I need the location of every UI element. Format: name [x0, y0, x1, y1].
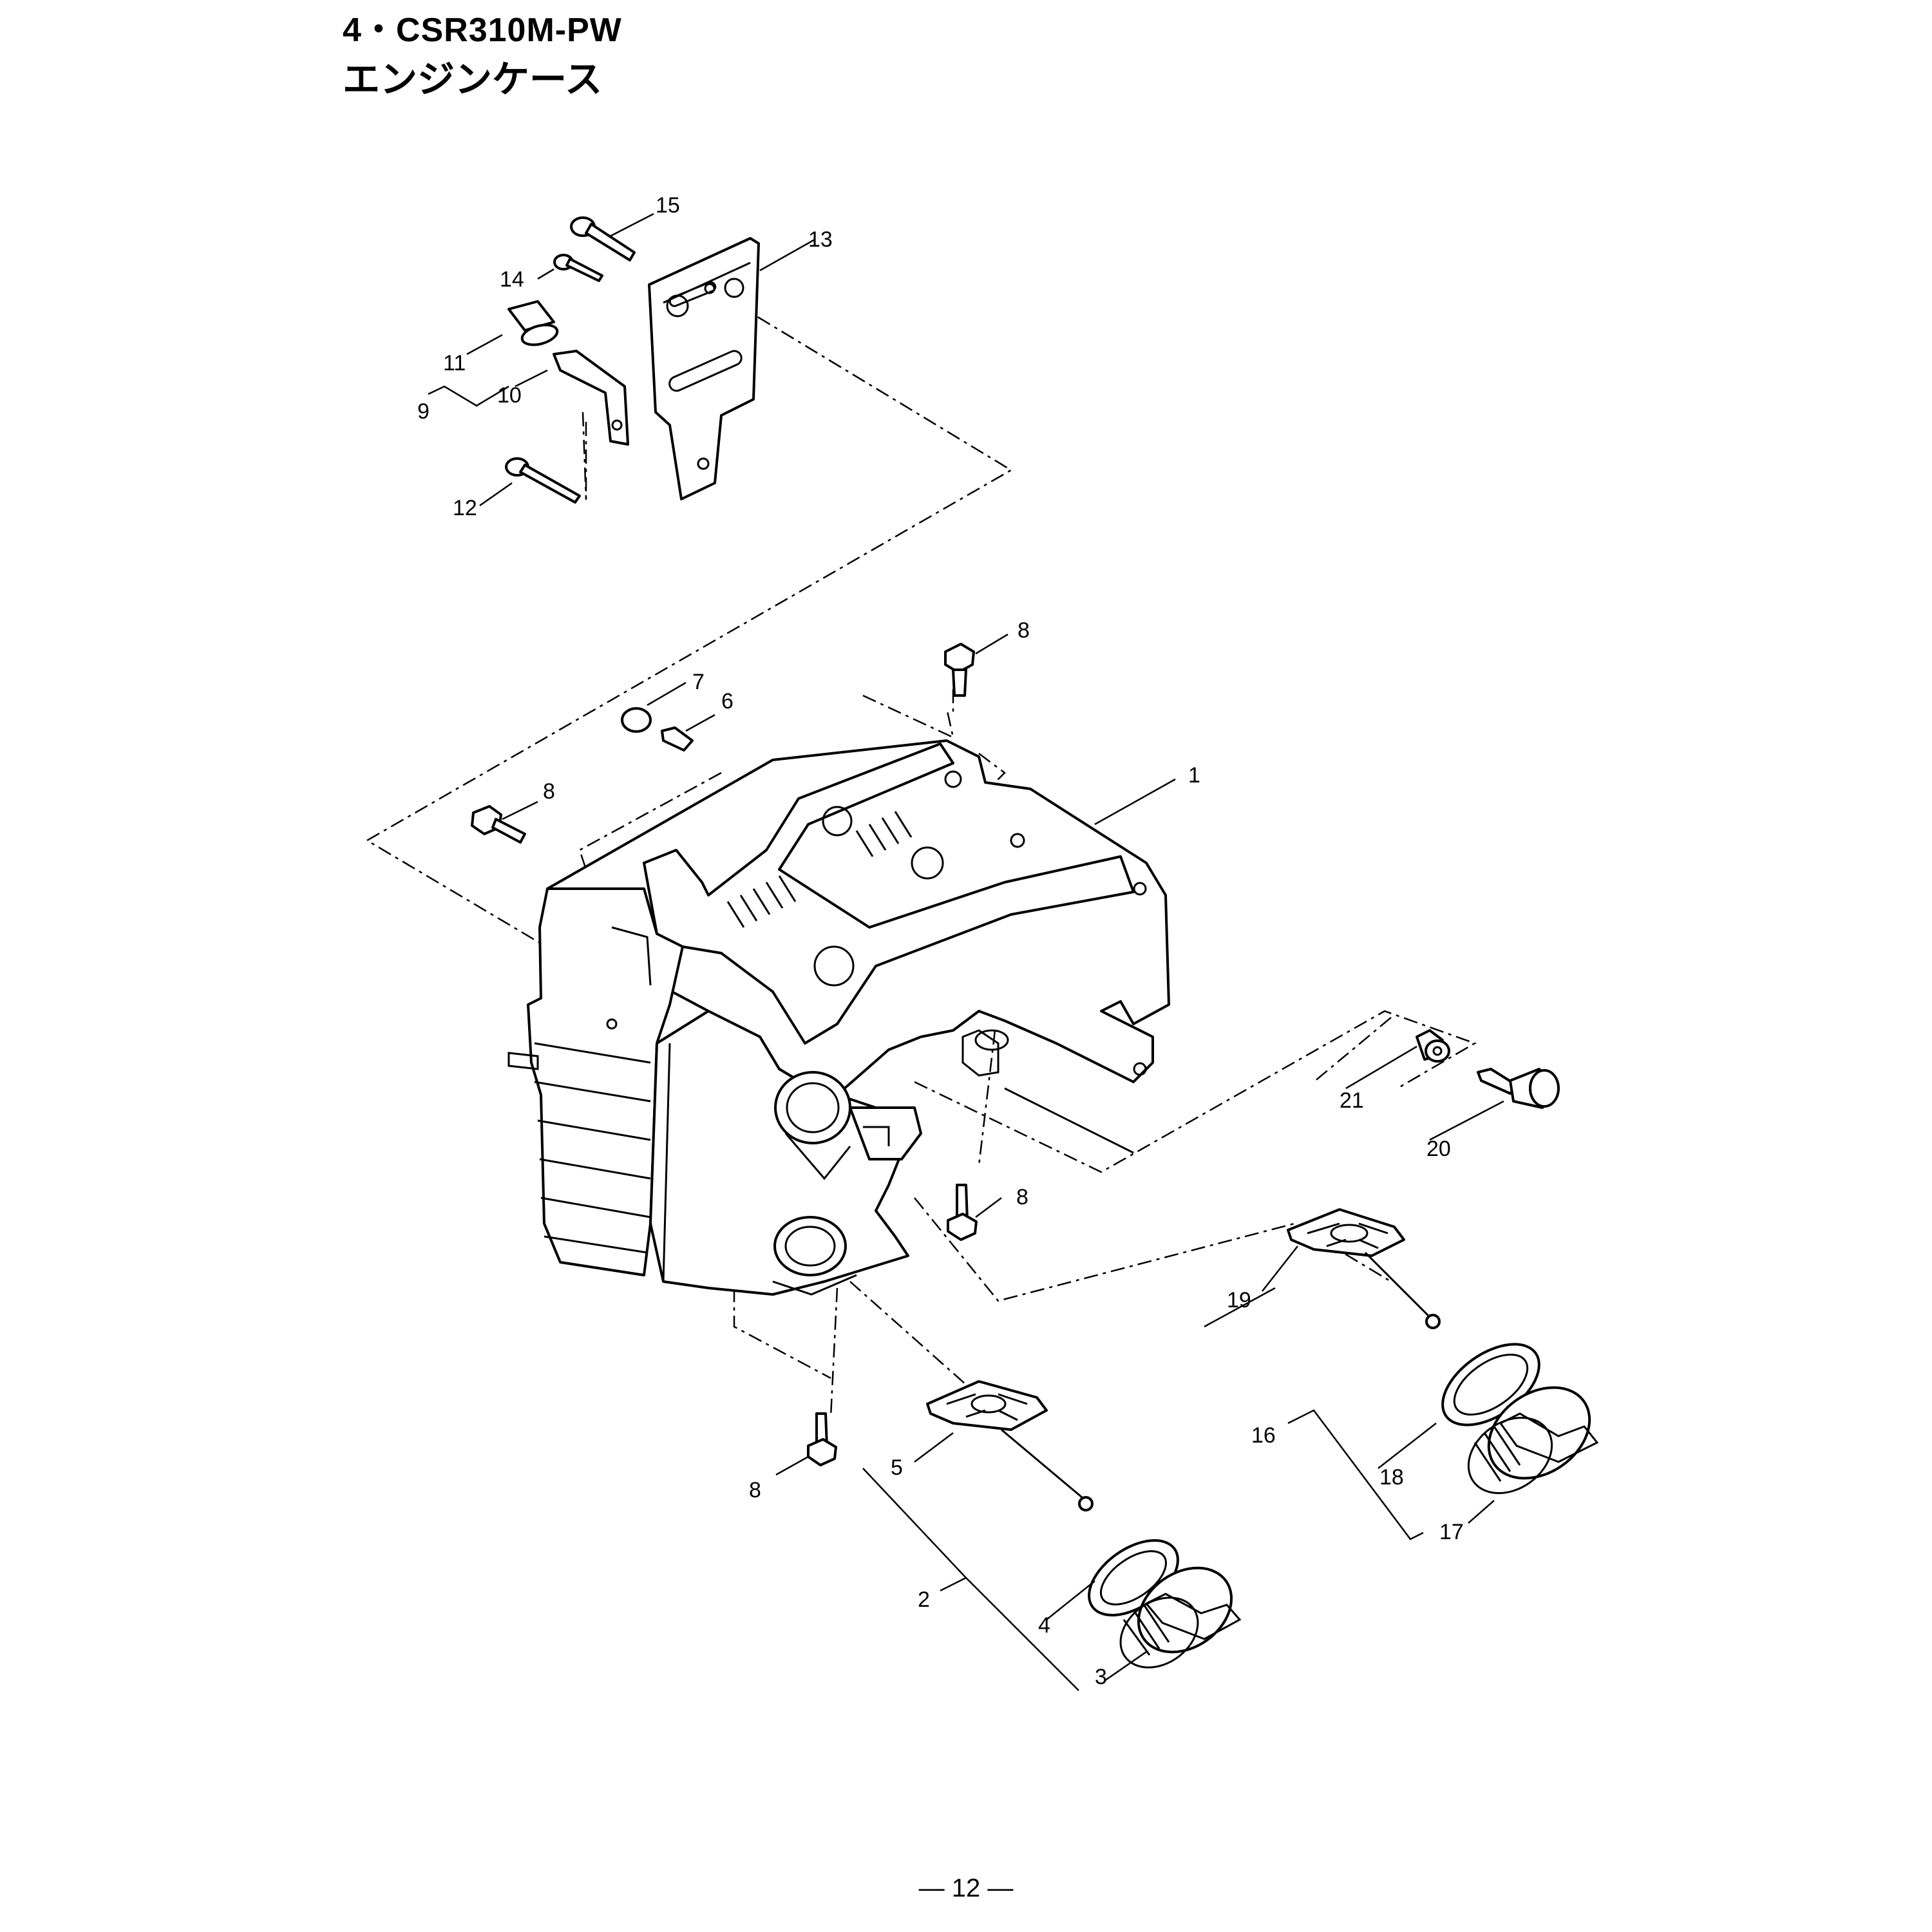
bolt-8-top-part [944, 643, 975, 697]
guide-plate-part [648, 237, 760, 500]
callout-10: 10 [497, 383, 522, 408]
sleeve-11-part [507, 300, 559, 346]
assembly-dashed-lines [365, 301, 1477, 1417]
screw-12-part [505, 457, 581, 504]
bolt-8-bottom-part [807, 1412, 837, 1466]
callout-17: 17 [1439, 1520, 1464, 1544]
callout-15: 15 [656, 193, 680, 218]
cap-7-part [621, 707, 652, 733]
bracket-10-part [553, 350, 629, 446]
callout-14: 14 [500, 267, 524, 292]
strainer-5-part [926, 1380, 1094, 1511]
callout-8-left: 8 [543, 779, 555, 804]
screw-6-part [661, 726, 694, 752]
bolt-15-part [570, 216, 636, 261]
callout-1: 1 [1188, 763, 1200, 788]
callout-21: 21 [1340, 1088, 1364, 1113]
strainer-19-part [1287, 1208, 1441, 1329]
page-number: — 12 — [918, 1874, 1014, 1902]
callout-18: 18 [1379, 1465, 1404, 1490]
cap-17-part [1467, 1386, 1599, 1495]
bolt-8-left-part [471, 805, 526, 844]
callout-8-top: 8 [1018, 618, 1030, 643]
callout-9: 9 [417, 399, 430, 424]
callout-4: 4 [1038, 1613, 1050, 1638]
grommet-21-part [1416, 1029, 1450, 1063]
callout-11: 11 [443, 351, 466, 375]
screw-14-part [553, 254, 603, 282]
bolt-8-middle-part [947, 1184, 978, 1241]
callout-12: 12 [453, 496, 477, 520]
callout-19: 19 [1227, 1288, 1251, 1312]
callout-2: 2 [918, 1587, 930, 1612]
callout-6: 6 [721, 689, 734, 714]
callout-8-middle: 8 [1016, 1185, 1028, 1209]
knob-20-part [1477, 1068, 1560, 1109]
callout-8-bottom: 8 [749, 1478, 761, 1502]
callout-numbers: 1 2 3 4 5 6 7 8 8 8 8 9 10 11 12 13 14 1… [417, 193, 1464, 1689]
callout-13: 13 [808, 227, 833, 252]
leader-lines [428, 213, 1504, 1691]
callout-3: 3 [1095, 1665, 1107, 1689]
callout-7: 7 [692, 670, 705, 694]
callout-16: 16 [1251, 1423, 1276, 1448]
page-subtitle: エンジンケース [343, 57, 603, 101]
page-title: 4・CSR310M-PW [343, 12, 622, 49]
cap-3-part [1119, 1566, 1242, 1669]
engine-case-part [507, 739, 1170, 1296]
callout-5: 5 [891, 1455, 903, 1480]
callout-20: 20 [1426, 1137, 1451, 1161]
